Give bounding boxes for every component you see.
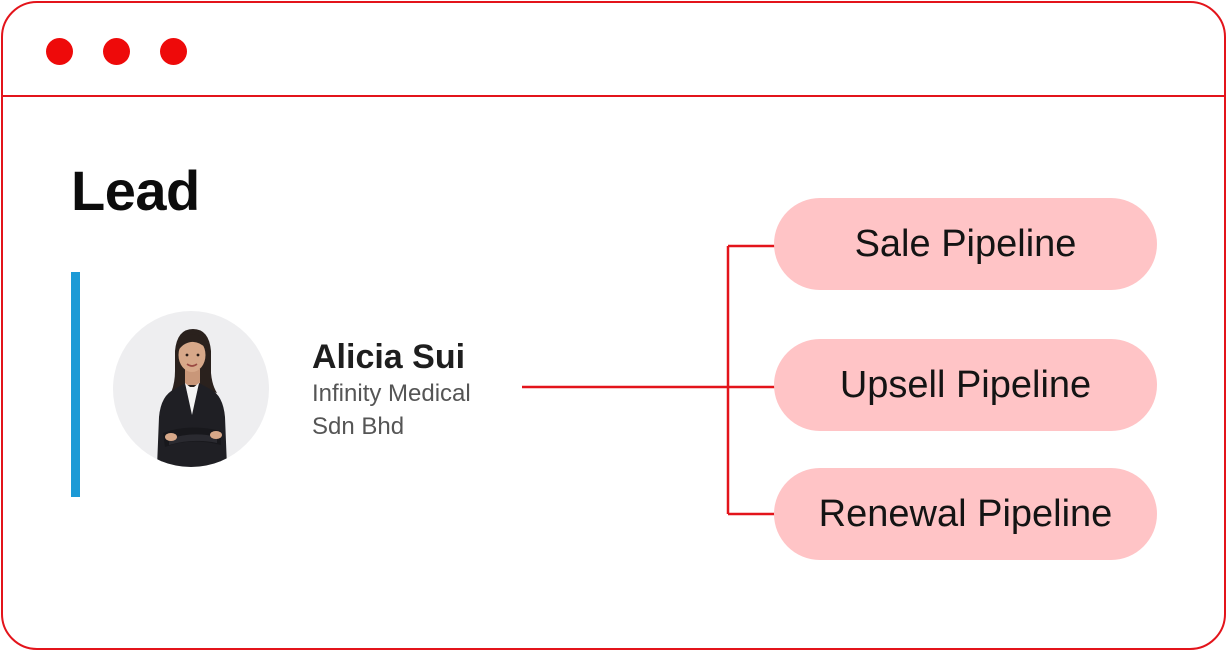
person-avatar-icon (157, 329, 227, 467)
pipeline-upsell[interactable]: Upsell Pipeline (774, 339, 1157, 431)
maximize-window-dot[interactable] (160, 38, 187, 65)
window-titlebar (3, 3, 1224, 97)
lead-accent-bar (71, 272, 80, 497)
minimize-window-dot[interactable] (103, 38, 130, 65)
pipeline-renewal[interactable]: Renewal Pipeline (774, 468, 1157, 560)
close-window-dot[interactable] (46, 38, 73, 65)
lead-avatar (113, 311, 269, 467)
lead-company: Infinity Medical Sdn Bhd (312, 380, 471, 440)
pipeline-sale[interactable]: Sale Pipeline (774, 198, 1157, 290)
page-title: Lead (71, 159, 200, 222)
lead-name: Alicia Sui (312, 338, 466, 376)
